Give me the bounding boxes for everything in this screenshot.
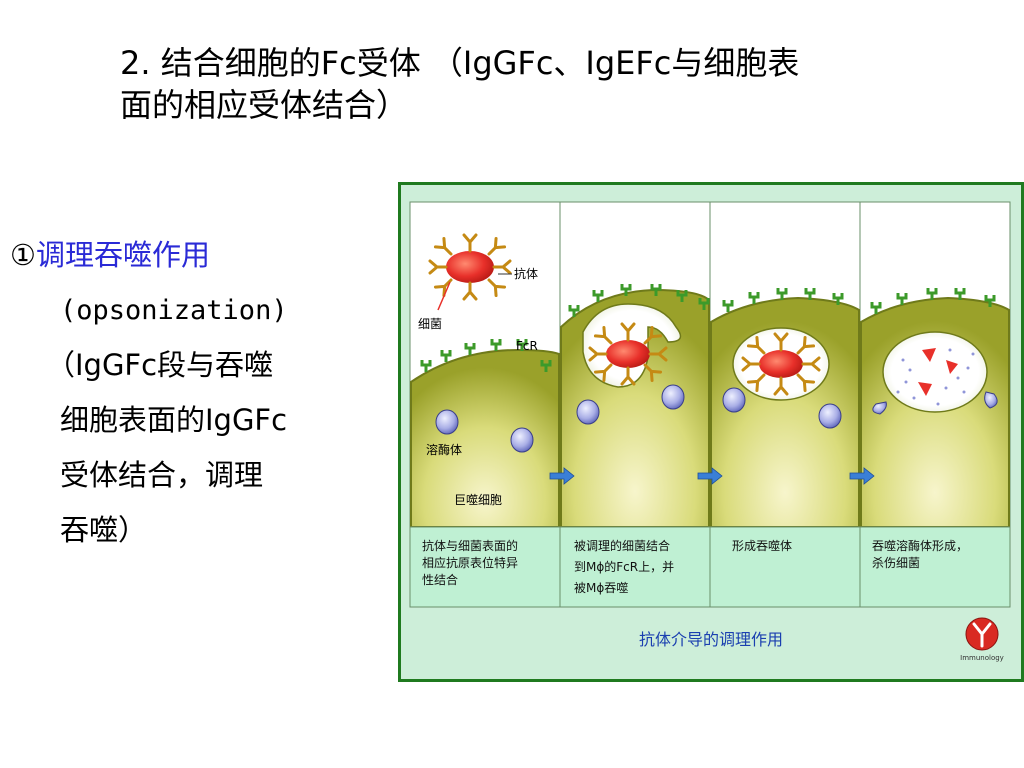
heading-line: ①调理吞噬作用: [10, 228, 370, 283]
circled-number: ①: [10, 238, 36, 272]
lysosome: [435, 409, 459, 435]
label-macrophage: 巨噬细胞: [454, 492, 502, 507]
lysosome: [661, 384, 685, 410]
english-term: (opsonization): [60, 295, 288, 326]
macrophage-cell-1: [410, 348, 560, 528]
desc-line-3: （IgGFc段与吞噬: [46, 348, 274, 382]
opsonization-description: ①调理吞噬作用 (opsonization) （IgGFc段与吞噬 细胞表面的I…: [10, 228, 370, 558]
fused-lysosome: [984, 391, 998, 409]
step-arrow: [549, 467, 575, 485]
lysosome: [818, 403, 842, 429]
desc-line-5: 受体结合，调理: [60, 458, 264, 492]
bacterium-3: [759, 350, 803, 378]
title-line-1: 2. 结合细胞的Fc受体 （IgGFc、IgEFc与细胞表: [120, 44, 800, 82]
slide-title: 2. 结合细胞的Fc受体 （IgGFc、IgEFc与细胞表 面的相应受体结合）: [120, 42, 980, 126]
bacterium-1: [446, 251, 494, 283]
lysosome: [510, 427, 534, 453]
label-antibody: 抗体: [514, 266, 538, 281]
opsonization-figure: 抗体 细菌 FcR 溶酶体 巨噬细胞: [398, 182, 1024, 682]
caption-2-line-3: 被Mϕ吞噬: [574, 580, 628, 595]
figure-footer-title: 抗体介导的调理作用: [639, 630, 783, 649]
label-lysosome: 溶酶体: [426, 442, 462, 457]
term-opsonization: 调理吞噬作用: [36, 238, 211, 272]
step-arrow: [849, 467, 875, 485]
bacteria-fragments: [918, 348, 958, 396]
caption-4-line-1: 吞噬溶酶体形成，: [872, 538, 968, 553]
desc-line-6: 吞噬）: [60, 513, 148, 547]
label-bacteria: 细菌: [418, 317, 442, 331]
figure-svg: 抗体 细菌 FcR 溶酶体 巨噬细胞: [398, 182, 1024, 682]
step-arrow: [697, 467, 723, 485]
lysosome: [576, 399, 600, 425]
caption-1-line-3: 性结合: [422, 572, 458, 587]
caption-3-line-1: 形成吞噬体: [732, 538, 792, 553]
title-line-2: 面的相应受体结合）: [120, 86, 409, 124]
caption-2-line-1: 被调理的细菌结合: [574, 538, 670, 553]
bacterium-2: [606, 340, 650, 368]
fused-lysosome: [872, 401, 887, 415]
phagolysosome: [882, 331, 988, 413]
immunology-logo: Immunology: [960, 617, 1004, 662]
logo-text: Immunology: [960, 654, 1004, 662]
caption-1-line-2: 相应抗原表位特异: [422, 555, 518, 570]
desc-line-4: 细胞表面的IgGFc: [60, 403, 288, 437]
enzyme-dots: [896, 348, 975, 406]
caption-4-line-2: 杀伤细菌: [872, 555, 920, 570]
label-fcr: FcR: [516, 339, 538, 353]
caption-1-line-1: 抗体与细菌表面的: [422, 538, 518, 553]
caption-2-line-2: 到Mϕ的FcR上，并: [574, 559, 674, 574]
bacteria-pointer: [437, 281, 451, 311]
lysosome: [722, 387, 746, 413]
